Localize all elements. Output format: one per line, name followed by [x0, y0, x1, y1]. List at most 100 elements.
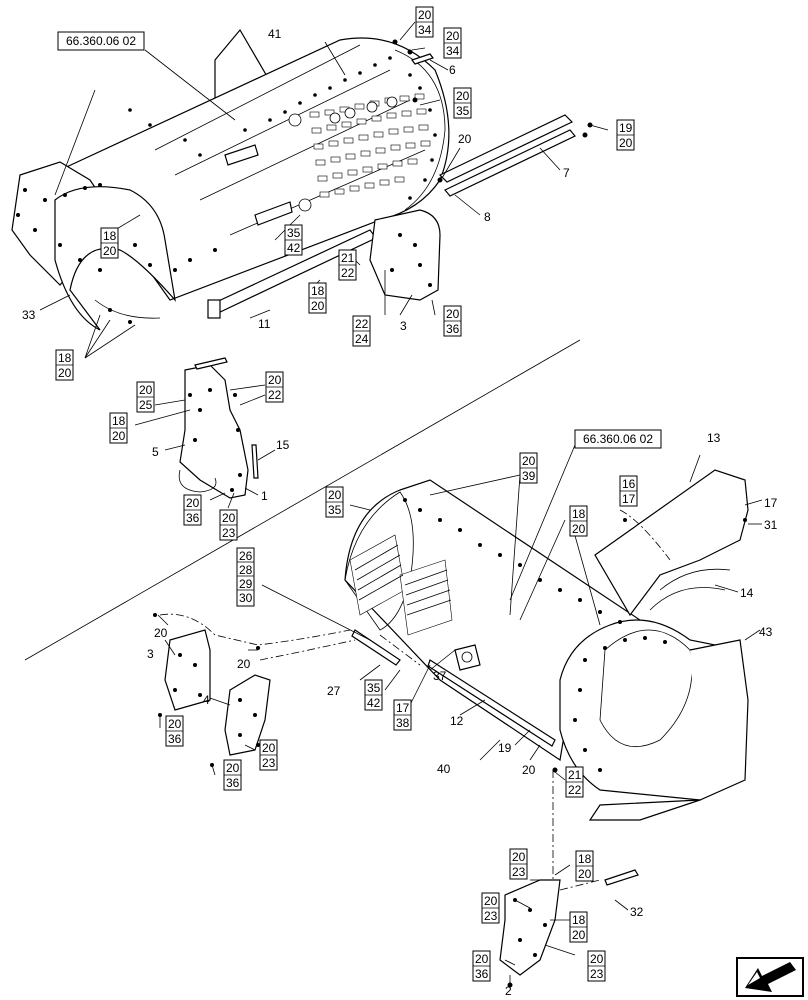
svg-text:20: 20 — [578, 867, 592, 881]
svg-text:20: 20 — [418, 8, 432, 22]
svg-text:20: 20 — [226, 761, 240, 775]
reference-box-bottom[interactable]: 66.360.06 02 — [574, 429, 662, 449]
callout-20: 20 — [522, 763, 536, 777]
svg-text:19: 19 — [619, 121, 633, 135]
svg-text:39: 39 — [522, 469, 536, 483]
svg-text:17: 17 — [396, 701, 410, 715]
callout-2: 2 — [505, 984, 512, 998]
svg-text:20: 20 — [262, 741, 276, 755]
callout-1: 1 — [261, 489, 268, 503]
svg-text:42: 42 — [287, 241, 301, 255]
lower-bolts — [153, 498, 747, 988]
svg-text:23: 23 — [512, 865, 526, 879]
callout-8: 8 — [484, 210, 491, 224]
svg-text:20: 20 — [58, 366, 72, 380]
svg-text:20: 20 — [328, 488, 342, 502]
svg-text:20: 20 — [112, 429, 126, 443]
callout-15: 15 — [276, 438, 290, 452]
arrow-left-nav-icon[interactable] — [736, 957, 804, 997]
svg-text:18: 18 — [103, 229, 117, 243]
svg-text:20: 20 — [186, 496, 200, 510]
reference-box-top[interactable]: 66.360.06 02 — [57, 31, 145, 51]
callout-20: 20 — [458, 132, 472, 146]
svg-text:22: 22 — [268, 388, 282, 402]
svg-text:20: 20 — [475, 952, 489, 966]
callout-7: 7 — [563, 166, 570, 180]
lower-grate-pattern — [349, 534, 453, 636]
svg-text:34: 34 — [418, 23, 432, 37]
svg-text:18: 18 — [58, 351, 72, 365]
callout-27: 27 — [327, 684, 341, 698]
callout-3: 3 — [147, 647, 154, 661]
svg-text:22: 22 — [568, 783, 582, 797]
svg-text:20: 20 — [311, 299, 325, 313]
callout-5: 5 — [152, 445, 159, 459]
svg-text:20: 20 — [168, 717, 182, 731]
svg-text:16: 16 — [622, 477, 636, 491]
svg-text:42: 42 — [367, 696, 381, 710]
svg-text:26: 26 — [239, 549, 253, 563]
svg-text:20: 20 — [572, 928, 586, 942]
callout-20: 20 — [237, 657, 251, 671]
callout-37: 37 — [433, 669, 447, 683]
callout-31: 31 — [764, 518, 778, 532]
top-bolts — [16, 56, 437, 324]
svg-text:36: 36 — [186, 511, 200, 525]
top-grate-pattern — [309, 93, 431, 198]
callout-12: 12 — [450, 714, 464, 728]
svg-text:20: 20 — [572, 522, 586, 536]
callout-17: 17 — [764, 496, 778, 510]
svg-text:20: 20 — [139, 383, 153, 397]
svg-text:36: 36 — [475, 967, 489, 981]
svg-text:22: 22 — [341, 266, 355, 280]
middle-bracket-assembly — [178, 357, 259, 499]
svg-text:35: 35 — [456, 104, 470, 118]
callout-20: 20 — [154, 626, 168, 640]
svg-text:29: 29 — [239, 577, 253, 591]
svg-text:30: 30 — [239, 591, 253, 605]
svg-text:23: 23 — [484, 909, 498, 923]
svg-text:36: 36 — [168, 732, 182, 746]
svg-text:18: 18 — [572, 507, 586, 521]
svg-text:35: 35 — [367, 681, 381, 695]
callout-33: 33 — [22, 308, 36, 322]
svg-text:20: 20 — [446, 307, 460, 321]
svg-text:23: 23 — [262, 756, 276, 770]
callout-19: 19 — [498, 741, 512, 755]
svg-text:18: 18 — [311, 284, 325, 298]
callout-14: 14 — [740, 586, 754, 600]
callout-11: 11 — [258, 317, 271, 331]
svg-text:38: 38 — [396, 716, 410, 730]
alignment-dash-lines — [159, 509, 671, 891]
callout-3: 3 — [400, 319, 407, 333]
svg-text:18: 18 — [578, 852, 592, 866]
